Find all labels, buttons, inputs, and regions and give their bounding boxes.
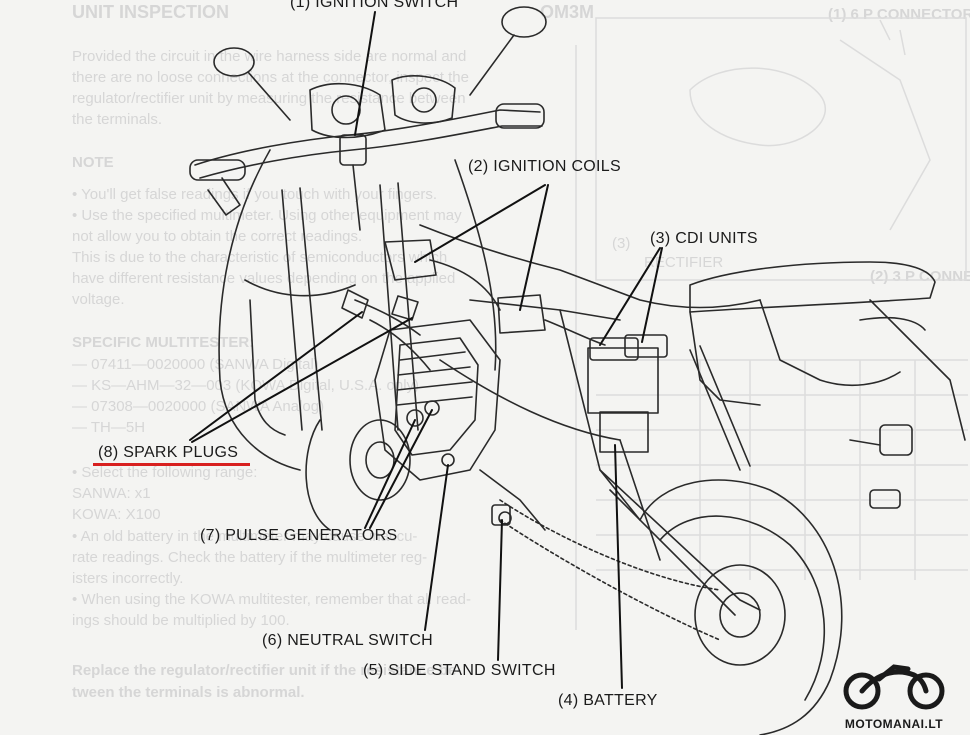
intro-line: there are no loose connections at the co… bbox=[72, 69, 469, 86]
note-line: • Use the specified multimeter. Using ot… bbox=[72, 207, 462, 224]
motorcycle-outline bbox=[189, 6, 966, 735]
right-mirror bbox=[501, 6, 547, 38]
range-line: SANWA: x1 bbox=[72, 485, 151, 502]
page-code: OM3M bbox=[540, 2, 594, 22]
range-line: • When using the KOWA multitester, remem… bbox=[72, 591, 472, 608]
specific-heading: SPECIFIC MULTITESTER: bbox=[72, 334, 255, 351]
range-line: isters incorrectly. bbox=[72, 570, 184, 587]
right-rectifier-num: (3) bbox=[612, 235, 631, 252]
note-line: have different resistance values dependi… bbox=[72, 270, 456, 287]
section-title: UNIT INSPECTION bbox=[72, 2, 230, 22]
spark-plugs-highlight-underline bbox=[93, 463, 250, 466]
range-line: • Select the following range: bbox=[72, 464, 258, 481]
specific-line: — 07411—0020000 (SANWA Digital) bbox=[72, 356, 319, 373]
cdi-unit bbox=[624, 334, 668, 358]
label-pulse-generators: (7) PULSE GENERATORS bbox=[200, 527, 398, 544]
ignition-coil bbox=[497, 294, 546, 334]
note-line: This is due to the characteristic of sem… bbox=[72, 249, 448, 266]
right-rectifier-label: RECTIFIER bbox=[644, 254, 724, 271]
label-side-stand-switch: (5) SIDE STAND SWITCH bbox=[363, 662, 556, 679]
cdi-unit bbox=[589, 337, 639, 361]
intro-line: the terminals. bbox=[72, 111, 163, 128]
note-line: voltage. bbox=[72, 291, 125, 308]
intro-line: regulator/rectifier unit by measuring th… bbox=[72, 90, 466, 107]
watermark-text: MOTOMANAI.LT bbox=[844, 717, 944, 731]
left-mirror bbox=[213, 47, 255, 77]
label-cdi-units: (3) CDI UNITS bbox=[650, 230, 758, 247]
range-line: rate readings. Check the battery if the … bbox=[72, 549, 428, 566]
note-line: • You'll get false readings if you touch… bbox=[72, 186, 437, 203]
range-line: ings should be multiplied by 100. bbox=[72, 612, 290, 629]
background-frames bbox=[575, 17, 968, 630]
specific-line: — TH—5H bbox=[72, 419, 146, 436]
replace-line: tween the terminals is abnormal. bbox=[72, 684, 305, 701]
watermark-logo: MOTOMANAI.LT bbox=[824, 661, 964, 731]
label-ignition-coils: (2) IGNITION COILS bbox=[468, 158, 621, 175]
label-battery: (4) BATTERY bbox=[558, 692, 658, 709]
specific-line: — KS—AHM—32—003 (KOWA Digital, U.S.A. on… bbox=[72, 377, 420, 394]
label-ignition-switch: (1) IGNITION SWITCH bbox=[290, 0, 459, 11]
range-line: KOWA: X100 bbox=[72, 506, 161, 523]
label-spark-plugs: (8) SPARK PLUGS bbox=[98, 444, 239, 461]
note-heading: NOTE bbox=[72, 154, 114, 171]
ignition-coil bbox=[384, 239, 437, 281]
range-line: • An old battery in the multimeter may c… bbox=[72, 528, 418, 545]
leader-lines bbox=[189, 11, 663, 689]
note-line: not allow you to obtain the correct read… bbox=[72, 228, 363, 245]
battery-box bbox=[587, 347, 659, 414]
label-neutral-switch: (6) NEUTRAL SWITCH bbox=[262, 632, 434, 649]
motorcycle-logo-icon bbox=[843, 664, 945, 710]
replace-line: Replace the regulator/rectifier unit if … bbox=[72, 662, 462, 679]
